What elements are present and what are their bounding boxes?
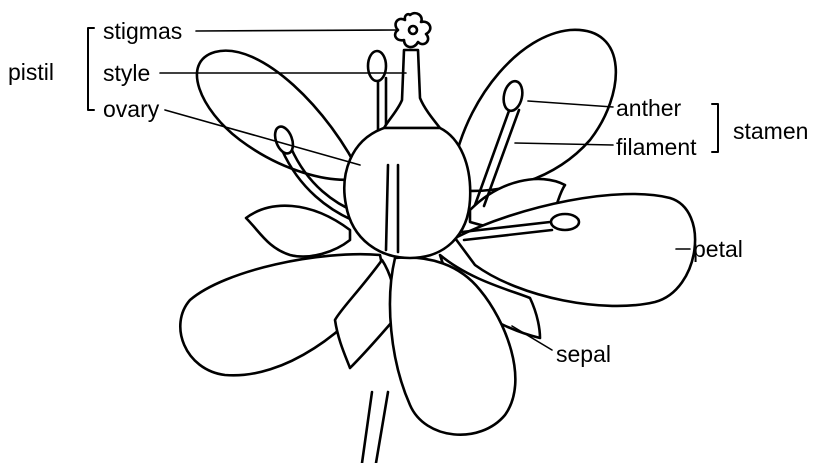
style-label: style [103,62,150,85]
ovary-label: ovary [103,98,159,121]
sepal-label: sepal [556,343,611,366]
petal-label: petal [693,238,743,261]
sepal-left [246,206,350,257]
stigmas-label: stigmas [103,20,182,43]
pistil-bracket [88,28,94,110]
stem [362,392,388,463]
pistil-label: pistil [8,61,54,84]
filament-label: filament [616,136,697,159]
style [384,50,440,128]
petal-upper-left [197,51,362,180]
stamen-bracket [712,104,718,152]
anther-label: anther [616,97,681,120]
ovary [344,128,470,258]
petal-bottom [390,257,515,434]
petal-upper-right [455,30,616,191]
stigma-center [409,26,417,34]
stamen-label: stamen [733,120,808,143]
